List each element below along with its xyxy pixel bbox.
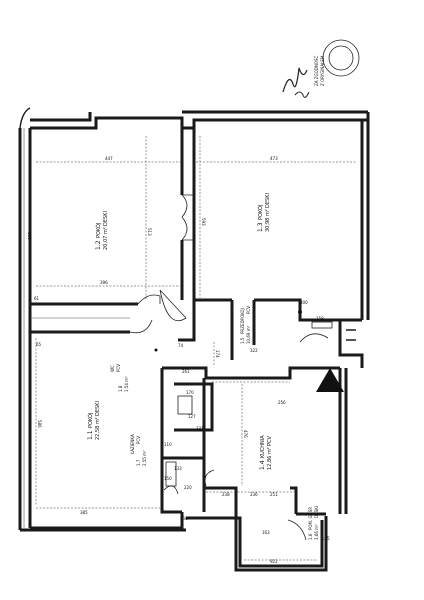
dim-476: 476 [243, 430, 248, 438]
svg-text:PCV: PCV [136, 436, 141, 444]
dim-61: 61 [34, 296, 40, 301]
interior-walls [30, 128, 362, 514]
room-1-7-label: 1.7 ŁAZIENKA 2,55 m² PCV [130, 434, 147, 466]
svg-text:12,86 m²: 12,86 m² [267, 447, 273, 470]
svg-text:1.8: 1.8 [118, 385, 123, 392]
svg-text:DESKI: DESKI [103, 211, 109, 226]
svg-text:10,69 m²: 10,69 m² [246, 325, 251, 344]
dimension-labels: 447 473 396 513 593 586 586 385 476 174 … [27, 156, 330, 564]
dimension-lines [35, 136, 356, 561]
door-arc-bottom [287, 519, 307, 541]
stamp-line-1: ZA ZGODNOŚĆ [314, 56, 319, 86]
svg-text:DESKI: DESKI [314, 506, 319, 518]
fixtures [154, 310, 344, 487]
svg-text:1.4: 1.4 [259, 460, 266, 470]
svg-text:POKÓJ: POKÓJ [95, 223, 102, 238]
dim-170: 170 [186, 390, 194, 395]
dim-145: 145 [322, 536, 330, 541]
dim-133: 133 [174, 466, 182, 471]
dim-593: 593 [201, 218, 206, 226]
dim-158: 158 [316, 316, 324, 321]
dim-174: 174 [215, 350, 220, 358]
svg-text:1.2: 1.2 [95, 240, 102, 250]
dim-251: 251 [270, 492, 278, 497]
svg-text:DESKI: DESKI [265, 193, 271, 208]
dim-74: 74 [178, 343, 184, 348]
dim-150: 150 [164, 476, 172, 481]
svg-text:1.1: 1.1 [87, 430, 94, 440]
svg-text:PCV: PCV [116, 364, 121, 372]
dim-300: 300 [300, 300, 308, 305]
dim-922: 922 [270, 559, 278, 564]
svg-text:1.6: 1.6 [308, 533, 313, 540]
dim-131: 131 [196, 426, 204, 431]
door-arc-1-2 [137, 294, 161, 305]
dim-110: 110 [164, 442, 172, 447]
dim-261: 261 [182, 369, 190, 374]
certification-stamp: ZA ZGODNOŚĆ Z ORYGINAŁEM [282, 39, 360, 98]
door-arc-kitchen [204, 469, 215, 487]
column-marker [298, 310, 302, 314]
svg-text:1.3: 1.3 [257, 222, 264, 232]
svg-text:1,54 m²: 1,54 m² [124, 376, 129, 392]
bathtub-symbol [165, 461, 177, 487]
svg-text:WC: WC [110, 365, 115, 372]
double-door-arc [181, 194, 188, 241]
toilet-symbol [177, 395, 193, 415]
svg-text:DESKI: DESKI [95, 401, 101, 416]
door-arc-wc [163, 485, 179, 495]
dim-127: 127 [188, 414, 196, 419]
dim-256: 256 [278, 400, 286, 405]
dim-220: 220 [184, 485, 192, 490]
svg-text:PRZEDPOKÓJ: PRZEDPOKÓJ [240, 308, 245, 334]
room-1-3-label: 1.3 POKÓJ 30,98 m² DESKI [257, 193, 271, 232]
svg-text:20,07 m²: 20,07 m² [103, 227, 109, 250]
dim-65: 65 [36, 342, 42, 347]
room-1-5-label: 1.5 PRZEDPOKÓJ 10,69 m² PCV [240, 306, 251, 344]
dim-513: 513 [147, 228, 152, 236]
signature-mark [282, 67, 308, 93]
dim-396: 396 [100, 280, 108, 285]
column-marker-2 [154, 348, 158, 352]
dim-156: 156 [180, 516, 188, 521]
svg-text:POKÓJ: POKÓJ [257, 205, 264, 220]
svg-text:22,58 m²: 22,58 m² [95, 417, 101, 440]
dim-447: 447 [105, 156, 113, 161]
stamp-line-2: Z ORYGINAŁEM [320, 55, 325, 86]
dim-586: 586 [37, 420, 42, 428]
signature-mark-2 [294, 91, 310, 98]
door-arc-hall [159, 289, 187, 322]
doors [129, 194, 329, 541]
door-arc-1-1 [129, 319, 153, 334]
radiator-symbol [311, 321, 333, 329]
svg-text:2,55 m²: 2,55 m² [142, 450, 147, 466]
dim-236: 236 [250, 492, 258, 497]
room-1-4-label: 1.4 KUCHNIA 12,86 m² PCV [259, 435, 273, 470]
dim-322: 322 [250, 348, 258, 353]
svg-text:POKÓJ: POKÓJ [87, 413, 94, 428]
dim-596: 586 [27, 232, 32, 240]
room-1-6-label: 1.6 POM. GOSP. 3,66 m² DESKI [308, 506, 319, 540]
room-1-1-label: 1.1 POKÓJ 22,58 m² DESKI [87, 401, 101, 440]
svg-text:1.5: 1.5 [240, 337, 245, 344]
chimney-triangle-icon [316, 368, 344, 392]
svg-text:3,66 m²: 3,66 m² [314, 524, 319, 540]
dim-473: 473 [270, 156, 278, 161]
dim-163: 163 [262, 530, 270, 535]
svg-text:1.7: 1.7 [136, 459, 141, 466]
dim-238: 238 [222, 492, 230, 497]
room-1-2-label: 1.2 POKÓJ 20,07 m² DESKI [95, 211, 109, 250]
dim-385: 385 [80, 510, 88, 515]
svg-text:KUCHNIA: KUCHNIA [260, 435, 266, 458]
svg-text:POM. GOSP.: POM. GOSP. [308, 507, 313, 530]
svg-text:ŁAZIENKA: ŁAZIENKA [130, 434, 135, 455]
svg-text:PCV: PCV [267, 435, 273, 446]
svg-text:30,98 m²: 30,98 m² [265, 209, 271, 232]
room-1-8-label: 1.8 WC 1,54 m² PCV [110, 364, 129, 392]
svg-text:PCV: PCV [246, 306, 251, 314]
door-arc-right [299, 333, 329, 343]
